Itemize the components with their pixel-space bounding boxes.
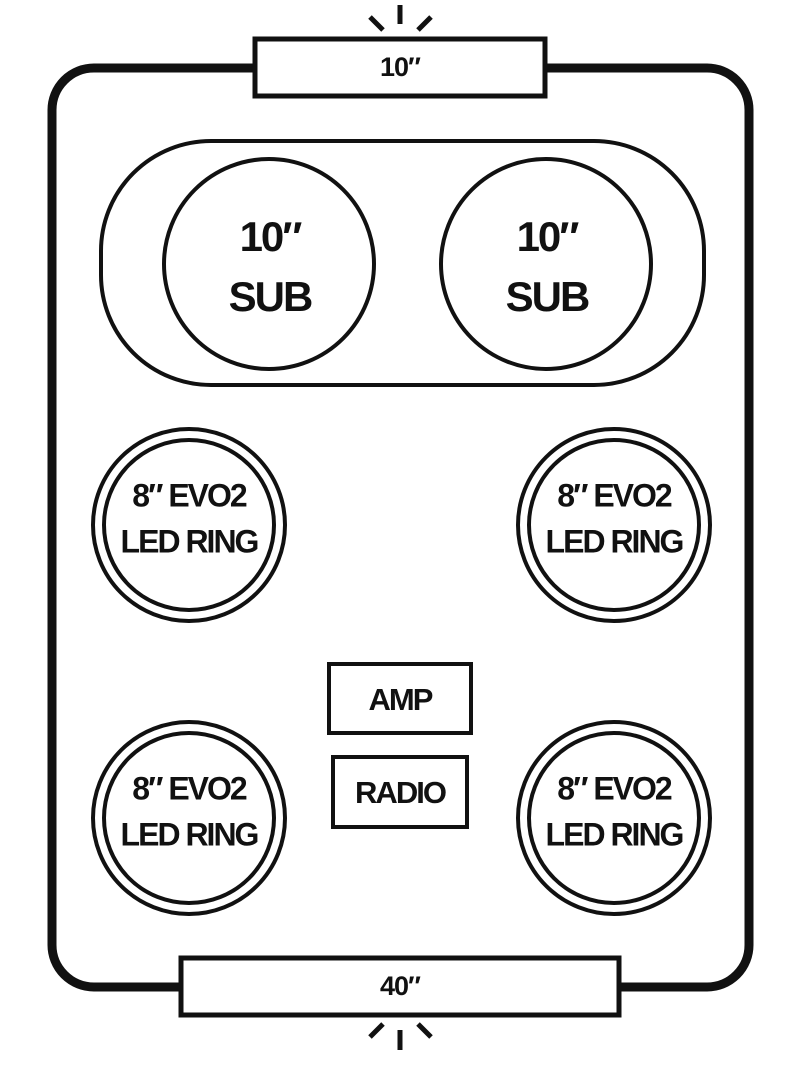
led-ring-top-left-line2: LED RING	[121, 523, 258, 559]
subwoofer-left-label: SUB	[229, 273, 312, 320]
subwoofer-right-label: SUB	[506, 273, 589, 320]
led-ring-top-left: 8″ EVO2 LED RING	[91, 427, 287, 623]
top-light-burst-icon	[368, 5, 433, 32]
subwoofer-left: 10″ SUB	[162, 157, 376, 371]
led-ring-bottom-left-line2: LED RING	[121, 816, 258, 852]
led-ring-bottom-right: 8″ EVO2 LED RING	[516, 720, 712, 916]
led-ring-top-right-line1: 8″ EVO2	[557, 477, 672, 513]
led-ring-top-right: 8″ EVO2 LED RING	[516, 427, 712, 623]
led-ring-top-right-line2: LED RING	[546, 523, 683, 559]
amp-label: AMP	[369, 682, 433, 717]
led-ring-bottom-right-line2: LED RING	[546, 816, 683, 852]
subwoofer-right-size: 10″	[517, 213, 580, 260]
led-ring-bottom-right-line1: 8″ EVO2	[557, 770, 672, 806]
led-ring-bottom-left: 8″ EVO2 LED RING	[91, 720, 287, 916]
top-light-bar: 10″	[252, 36, 548, 99]
amp-box: AMP	[327, 662, 473, 735]
radio-box: RADIO	[331, 755, 469, 829]
top-light-bar-label: 10″	[380, 52, 421, 82]
subwoofer-pod	[99, 139, 706, 387]
radio-label: RADIO	[355, 775, 446, 810]
subwoofer-right: 10″ SUB	[439, 157, 653, 371]
bottom-light-bar: 40″	[178, 955, 622, 1018]
subwoofer-left-size: 10″	[240, 213, 303, 260]
led-ring-top-left-line1: 8″ EVO2	[132, 477, 247, 513]
bottom-light-bar-label: 40″	[380, 971, 421, 1001]
led-ring-bottom-left-line1: 8″ EVO2	[132, 770, 247, 806]
bottom-light-burst-icon	[368, 1022, 433, 1050]
